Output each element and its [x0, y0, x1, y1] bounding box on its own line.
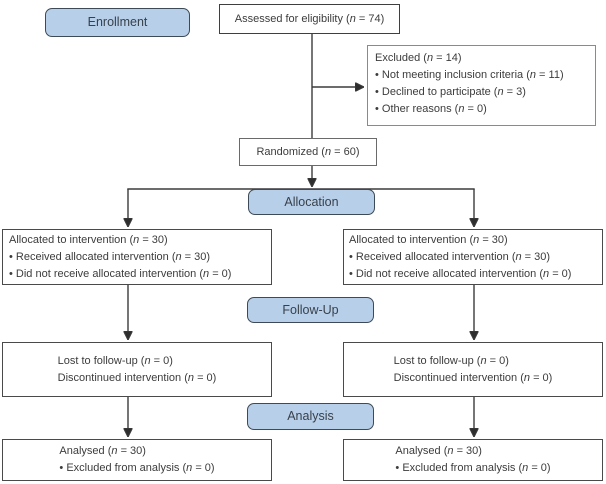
lost-followup-right-box: Lost to follow-up (n = 0) Discontinued i… — [343, 342, 603, 397]
analysed-left-item: • Excluded from analysis (n = 0) — [59, 462, 215, 474]
followup-left-line-1: Lost to follow-up (n = 0) — [57, 354, 173, 367]
allocation-phase-text: Allocation — [284, 194, 339, 209]
allocated-right-item-1: • Received allocated intervention (n = 3… — [349, 250, 551, 263]
assessed-text: Assessed for eligibility (n = 74) — [234, 12, 385, 25]
followup-phase-text: Follow-Up — [282, 302, 339, 317]
allocated-right-title: Allocated to intervention (n = 30) — [349, 233, 508, 246]
followup-right-line-1: Lost to follow-up (n = 0) — [393, 354, 509, 367]
allocated-left-item-1: • Received allocated intervention (n = 3… — [9, 250, 211, 263]
enrollment-phase-label: Enrollment — [45, 8, 190, 37]
assessed-box: Assessed for eligibility (n = 74) — [219, 4, 400, 34]
analysed-left-box: Analysed (n = 30) • Excluded from analys… — [2, 439, 272, 481]
allocated-right-box: Allocated to intervention (n = 30) • Rec… — [343, 229, 603, 285]
allocated-left-title: Allocated to intervention (n = 30) — [9, 233, 168, 246]
excluded-item-3: • Other reasons (n = 0) — [375, 103, 487, 115]
analysis-phase-text: Analysis — [287, 409, 334, 423]
analysed-right-title: Analysed (n = 30) — [395, 445, 482, 457]
analysed-left-title: Analysed (n = 30) — [59, 445, 146, 457]
randomized-text: Randomized (n = 60) — [256, 145, 360, 158]
allocated-left-box: Allocated to intervention (n = 30) • Rec… — [2, 229, 272, 285]
followup-right-line-2: Discontinued intervention (n = 0) — [393, 371, 553, 384]
allocated-left-item-2: • Did not receive allocated intervention… — [9, 267, 232, 280]
lost-followup-left-box: Lost to follow-up (n = 0) Discontinued i… — [2, 342, 272, 397]
randomized-box: Randomized (n = 60) — [239, 138, 377, 166]
enrollment-phase-text: Enrollment — [87, 15, 148, 29]
analysed-right-box: Analysed (n = 30) • Excluded from analys… — [343, 439, 603, 481]
excluded-item-2: • Declined to participate (n = 3) — [375, 86, 526, 98]
followup-phase-label: Follow-Up — [247, 297, 374, 323]
allocation-phase-label: Allocation — [248, 189, 375, 215]
excluded-box: Excluded (n = 14) • Not meeting inclusio… — [367, 45, 596, 126]
allocated-right-item-2: • Did not receive allocated intervention… — [349, 267, 572, 280]
followup-left-line-2: Discontinued intervention (n = 0) — [57, 371, 217, 384]
analysis-phase-label: Analysis — [247, 403, 374, 430]
analysed-right-item: • Excluded from analysis (n = 0) — [395, 462, 551, 474]
excluded-title: Excluded (n = 14) — [375, 52, 462, 64]
excluded-item-1: • Not meeting inclusion criteria (n = 11… — [375, 69, 564, 81]
